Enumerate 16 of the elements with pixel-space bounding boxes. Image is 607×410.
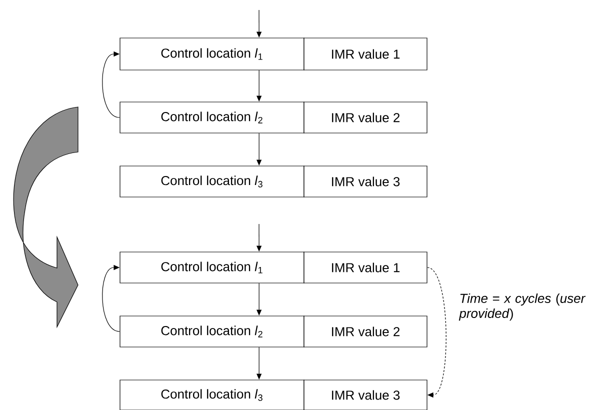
value-box: IMR value 2 — [304, 316, 428, 348]
edge-label: Time = x cycles (user provided) — [458, 292, 590, 322]
location-box: Control location l$_{1}$ — [120, 252, 304, 284]
value-box: IMR value 3 — [304, 166, 428, 198]
location-box: Control location l$_{3}$ — [120, 166, 304, 198]
location-box: Control location l$_{2}$ — [120, 102, 304, 134]
location-box: Control location l$_{3}$ — [120, 380, 304, 410]
value-box: IMR value 3 — [304, 380, 428, 410]
location-box: Control location l$_{2}$ — [120, 316, 304, 348]
location-box: Control location l$_{1}$ — [120, 38, 304, 70]
curved-arrow — [102, 264, 120, 332]
value-box: IMR value 1 — [304, 252, 428, 284]
value-box: IMR value 1 — [304, 38, 428, 70]
curved-arrow — [427, 267, 446, 398]
curved-arrow — [102, 51, 120, 118]
value-box: IMR value 2 — [304, 102, 428, 134]
